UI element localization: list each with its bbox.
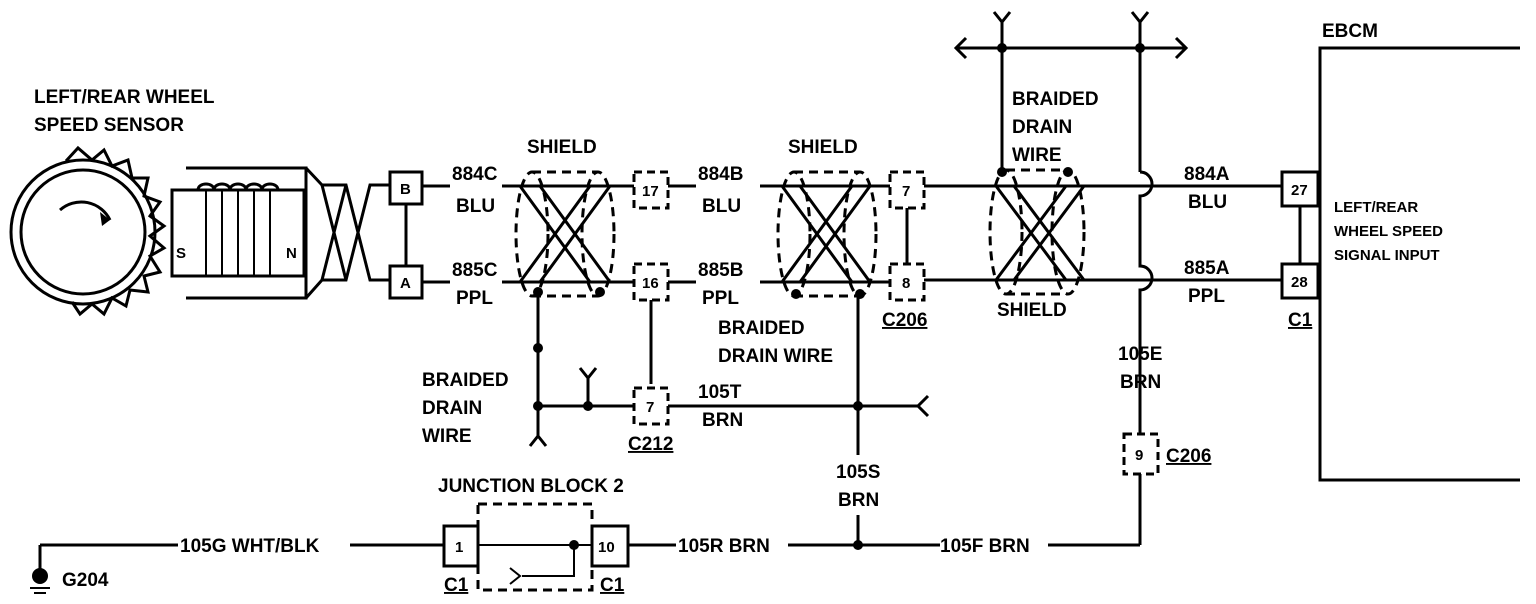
sensor-twisted-pair xyxy=(304,166,392,299)
ebcm-input-line3: SIGNAL INPUT xyxy=(1334,247,1440,264)
connector-16-label: 16 xyxy=(642,275,659,292)
shield-1-label: SHIELD xyxy=(527,137,597,158)
wire-885a-color: PPL xyxy=(1188,286,1225,307)
ebcm-input-line1: LEFT/REAR xyxy=(1334,199,1418,216)
wire-885a-label: 885A xyxy=(1184,258,1230,279)
wire-884b-color: BLU xyxy=(702,196,741,217)
shield-3: SHIELD xyxy=(924,167,1126,321)
connector-7-c212-label: 7 xyxy=(646,399,654,416)
connector-c212-label: C212 xyxy=(628,434,673,455)
drain-1-line3: WIRE xyxy=(422,426,472,447)
connector-c206-lower-label: C206 xyxy=(1166,446,1211,467)
jb-c1-right: C1 xyxy=(600,575,625,596)
connector-9-c206-label: 9 xyxy=(1135,447,1143,464)
jb-pin-10 xyxy=(590,524,630,568)
junction-block-2: 1 10 C1 C1 JUNCTION BLOCK 2 xyxy=(438,476,630,596)
junction-block-title: JUNCTION BLOCK 2 xyxy=(438,476,624,497)
tone-ring-teeth xyxy=(64,145,167,317)
sensor-pin-b-label: B xyxy=(400,181,411,198)
wire-885c-label: 885C xyxy=(452,260,498,281)
connector-17-label: 17 xyxy=(642,183,659,200)
wire-884c-color: BLU xyxy=(456,196,495,217)
shield-2-label: SHIELD xyxy=(788,137,858,158)
ground-icon xyxy=(32,568,48,584)
wire-885b-color: PPL xyxy=(702,288,739,309)
wire-105t-color: BRN xyxy=(702,410,743,431)
wire-885b-label: 885B xyxy=(698,260,743,281)
shield-2: SHIELD xyxy=(760,137,892,299)
ebcm-input-line2: WHEEL SPEED xyxy=(1334,223,1443,240)
wire-105s-color: BRN xyxy=(838,490,879,511)
drain-3-line1: BRAIDED xyxy=(1012,89,1099,110)
ground-label: G204 xyxy=(62,570,109,591)
wire-105f-label: 105F BRN xyxy=(940,536,1030,557)
ebcm-pin-27-label: 27 xyxy=(1291,182,1308,199)
connector-17 xyxy=(632,170,670,210)
drain-2-line2: DRAIN WIRE xyxy=(718,346,833,367)
ebcm-pin-28 xyxy=(1280,262,1320,300)
sensor-terminal-s: S xyxy=(176,245,186,262)
connector-7-c206 xyxy=(888,170,926,210)
rotation-arrow xyxy=(59,200,112,221)
drain-1-line1: BRAIDED xyxy=(422,370,509,391)
connector-7-c206-label: 7 xyxy=(902,183,910,200)
wheel-speed-sensor: S N LEFT/REAR WHEEL SPEED SENSOR xyxy=(9,87,308,317)
wire-105s-label: 105S xyxy=(836,462,880,483)
drain-wire-105e xyxy=(1138,170,1154,400)
sensor-title-line1: LEFT/REAR WHEEL xyxy=(34,87,215,108)
drain-3-line2: DRAIN xyxy=(1012,117,1072,138)
sensor-terminal-n: N xyxy=(286,245,297,262)
sensor-title-line2: SPEED SENSOR xyxy=(34,115,184,136)
jb-pin-1-label: 1 xyxy=(455,539,463,556)
sensor-connector-b xyxy=(388,170,424,206)
wire-884a-label: 884A xyxy=(1184,164,1230,185)
wire-884c-label: 884C xyxy=(452,164,498,185)
jb-c1-left: C1 xyxy=(444,575,469,596)
wire-105g-label: 105G WHT/BLK xyxy=(180,536,320,557)
rotation-arrowhead xyxy=(100,212,110,226)
ebcm-pin-27 xyxy=(1280,170,1320,208)
wire-885c-color: PPL xyxy=(456,288,493,309)
ebcm-pin-28-label: 28 xyxy=(1291,274,1308,291)
wire-884b-label: 884B xyxy=(698,164,743,185)
wire-105e-label: 105E xyxy=(1118,344,1162,365)
shield-1: SHIELD xyxy=(502,137,634,298)
wire-105e-color: BRN xyxy=(1120,372,1161,393)
ebcm-connector-c1: C1 xyxy=(1288,310,1313,331)
jb-pin-10-label: 10 xyxy=(598,539,615,556)
drain-1-line2: DRAIN xyxy=(422,398,482,419)
wire-105t-label: 105T xyxy=(698,382,742,403)
connector-8-c206-label: 8 xyxy=(902,275,910,292)
sensor-coil-windings xyxy=(196,182,280,191)
sensor-pin-a-label: A xyxy=(400,275,411,292)
wire-105r-label: 105R BRN xyxy=(678,536,770,557)
drain-2-line1: BRAIDED xyxy=(718,318,805,339)
drain-3-line3: WIRE xyxy=(1012,145,1062,166)
ebcm-title: EBCM xyxy=(1322,21,1378,42)
wire-884a-color: BLU xyxy=(1188,192,1227,213)
shield-3-label: SHIELD xyxy=(997,300,1067,321)
connector-c206-label: C206 xyxy=(882,310,927,331)
ebcm-module: EBCM 27 28 C1 LEFT/REAR WHEEL SPEED SIGN… xyxy=(1280,21,1520,482)
